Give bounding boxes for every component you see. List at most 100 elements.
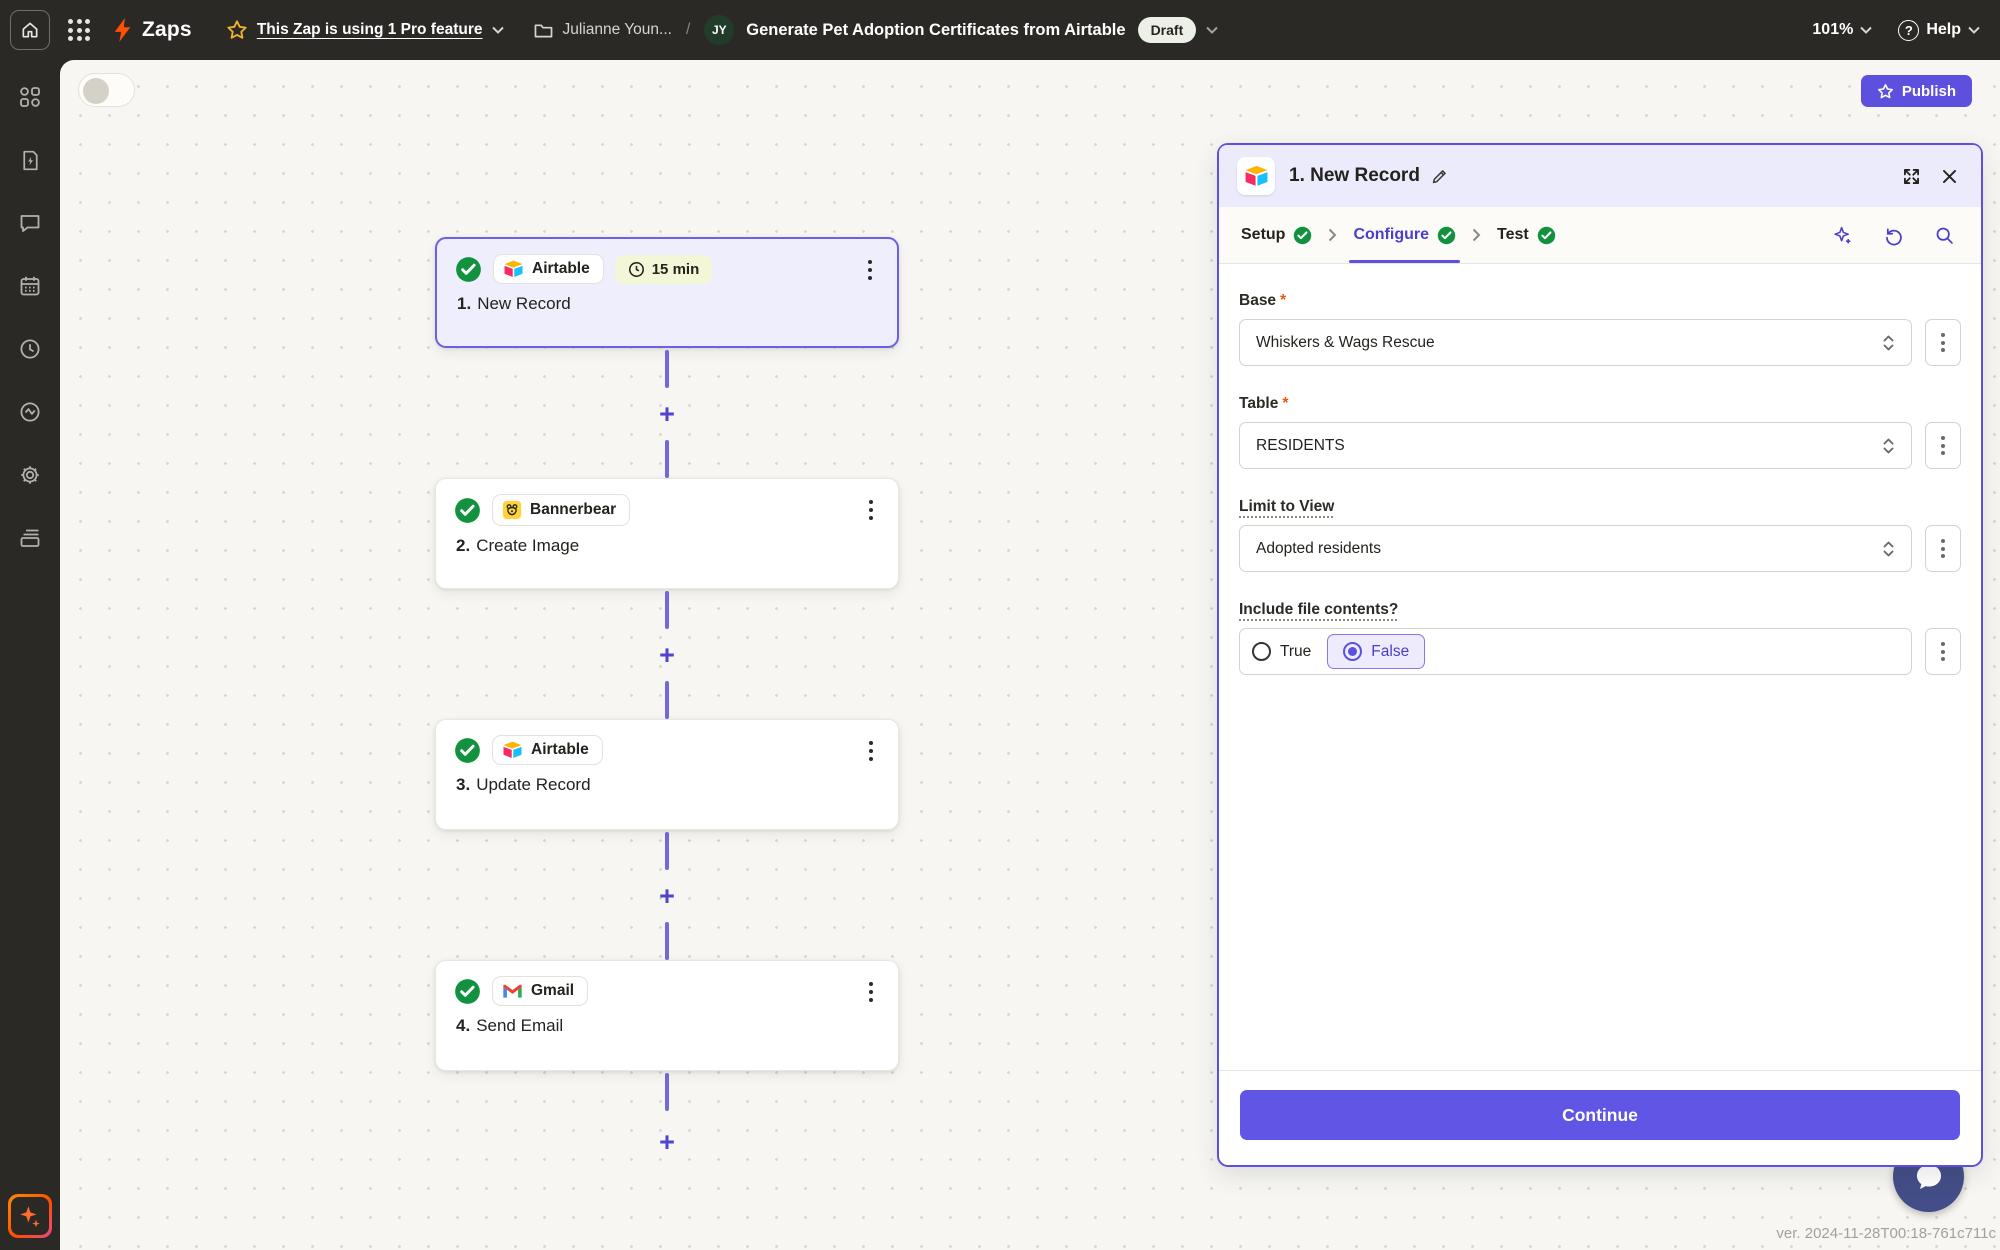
airtable-icon xyxy=(503,741,522,758)
sidebar-item-canvas[interactable] xyxy=(9,76,51,118)
ai-assist-button[interactable] xyxy=(1828,221,1857,250)
step-title: Update Record xyxy=(476,775,591,794)
field-label: Table* xyxy=(1239,395,1289,412)
tab-test[interactable]: Test xyxy=(1497,207,1556,263)
app-pill-gmail[interactable]: Gmail xyxy=(492,976,589,1006)
radio-label: True xyxy=(1280,642,1312,660)
field-label[interactable]: Limit to View xyxy=(1239,498,1335,515)
zoom-level-control[interactable]: 101% xyxy=(1812,21,1873,39)
add-step-button[interactable]: + xyxy=(659,399,675,429)
folder-icon xyxy=(534,23,552,37)
step-card-4[interactable]: Gmail 4.Send Email xyxy=(435,960,899,1071)
radio-icon xyxy=(1343,642,1363,661)
home-button[interactable] xyxy=(10,10,50,50)
step-card-1[interactable]: Airtable 15 min 1.New Record xyxy=(435,237,899,348)
app-pill-label: Airtable xyxy=(532,260,590,277)
sidebar-item-tables[interactable] xyxy=(9,517,51,559)
search-fields-button[interactable] xyxy=(1930,221,1959,250)
folder-name[interactable]: Julianne Youn... xyxy=(562,21,672,38)
tab-label: Configure xyxy=(1353,226,1429,243)
step-number: 2. xyxy=(456,536,471,555)
sidebar-item-calendar[interactable] xyxy=(9,265,51,307)
required-marker: * xyxy=(1280,292,1287,309)
step-card-2[interactable]: Bannerbear 2. Create Image xyxy=(435,478,899,589)
step-menu-button[interactable] xyxy=(858,497,884,523)
tab-label: Setup xyxy=(1241,226,1286,243)
close-panel-button[interactable] xyxy=(1936,163,1963,190)
file-zap-icon xyxy=(22,150,38,170)
chevron-right-icon xyxy=(1472,228,1481,242)
sidebar-item-chat[interactable] xyxy=(9,202,51,244)
step-title: Create Image xyxy=(476,536,580,555)
publish-button[interactable]: Publish xyxy=(1860,75,1972,107)
zap-title[interactable]: Generate Pet Adoption Certificates from … xyxy=(746,20,1126,39)
search-icon xyxy=(1936,227,1953,244)
required-marker: * xyxy=(1282,395,1289,412)
sidebar-item-monitoring[interactable] xyxy=(9,391,51,433)
ai-copilot-button[interactable] xyxy=(8,1194,52,1238)
tab-configure[interactable]: Configure xyxy=(1349,207,1460,263)
refresh-fields-button[interactable] xyxy=(1879,221,1908,250)
sparkle-icon xyxy=(20,1206,40,1228)
home-icon xyxy=(22,22,38,38)
step-number: 4. xyxy=(456,1016,471,1035)
calendar-icon xyxy=(20,276,40,296)
connector-dash xyxy=(665,350,669,388)
step-card-3[interactable]: Airtable 3.Update Record xyxy=(435,719,899,830)
app-pill-airtable[interactable]: Airtable xyxy=(492,735,603,765)
field-label: Base* xyxy=(1239,292,1287,309)
sparkle-plus-icon xyxy=(1834,226,1851,243)
zaps-label: Zaps xyxy=(142,18,192,41)
step-number: 1. xyxy=(457,294,472,313)
gmail-icon xyxy=(503,984,522,998)
field-menu-button[interactable] xyxy=(1925,319,1961,366)
step-connector: + xyxy=(643,350,691,478)
success-check-icon xyxy=(455,497,480,523)
connector-dash xyxy=(665,1073,669,1111)
base-select[interactable]: Whiskers & Wags Rescue xyxy=(1239,319,1912,366)
field-menu-button[interactable] xyxy=(1925,628,1961,675)
table-select[interactable]: RESIDENTS xyxy=(1239,422,1912,469)
publish-label: Publish xyxy=(1901,82,1956,100)
pro-feature-link[interactable]: This Zap is using 1 Pro feature xyxy=(226,19,504,41)
zapier-bolt-icon xyxy=(114,18,131,42)
step-menu-button[interactable] xyxy=(858,979,884,1005)
add-step-button[interactable]: + xyxy=(659,640,675,670)
continue-button[interactable]: Continue xyxy=(1240,1090,1960,1140)
airtable-icon xyxy=(1245,165,1267,186)
rename-step-button[interactable] xyxy=(1426,163,1453,190)
connector-dash xyxy=(665,440,669,478)
app-pill-bannerbear[interactable]: Bannerbear xyxy=(492,494,631,526)
zap-on-off-toggle[interactable] xyxy=(78,73,135,107)
radio-option-false[interactable]: False xyxy=(1327,634,1426,669)
add-step-button[interactable]: + xyxy=(659,881,675,911)
app-launcher-icon[interactable] xyxy=(68,19,90,41)
title-chevron-down-icon[interactable] xyxy=(1206,26,1218,34)
step-menu-button[interactable] xyxy=(857,257,883,283)
activity-icon xyxy=(20,402,40,422)
base-select-value: Whiskers & Wags Rescue xyxy=(1256,333,1435,351)
file-contents-radio-group: True False xyxy=(1239,628,1912,675)
field-menu-button[interactable] xyxy=(1925,422,1961,469)
expand-panel-button[interactable] xyxy=(1897,162,1926,191)
version-text: ver. 2024-11-28T00:18-761c711c xyxy=(1776,1225,1996,1242)
polling-interval-pill[interactable]: 15 min xyxy=(614,254,713,284)
tab-setup[interactable]: Setup xyxy=(1241,207,1312,263)
clock-icon xyxy=(628,261,644,277)
chevron-down-icon xyxy=(491,26,504,34)
field-label[interactable]: Include file contents? xyxy=(1239,601,1399,618)
view-select[interactable]: Adopted residents xyxy=(1239,525,1912,572)
avatar[interactable]: JY xyxy=(704,15,735,45)
step-connector: + xyxy=(643,832,691,960)
app-pill-airtable[interactable]: Airtable xyxy=(493,254,604,284)
sidebar-item-history[interactable] xyxy=(9,328,51,370)
panel-footer: Continue xyxy=(1219,1070,1981,1165)
step-menu-button[interactable] xyxy=(858,738,884,764)
help-menu[interactable]: ? Help xyxy=(1898,19,1980,41)
sidebar-item-settings[interactable] xyxy=(9,454,51,496)
sidebar-item-templates[interactable] xyxy=(9,139,51,181)
check-icon xyxy=(1537,226,1555,244)
add-step-button[interactable]: + xyxy=(659,1127,675,1157)
radio-option-true[interactable]: True xyxy=(1252,642,1311,661)
field-menu-button[interactable] xyxy=(1925,525,1961,572)
